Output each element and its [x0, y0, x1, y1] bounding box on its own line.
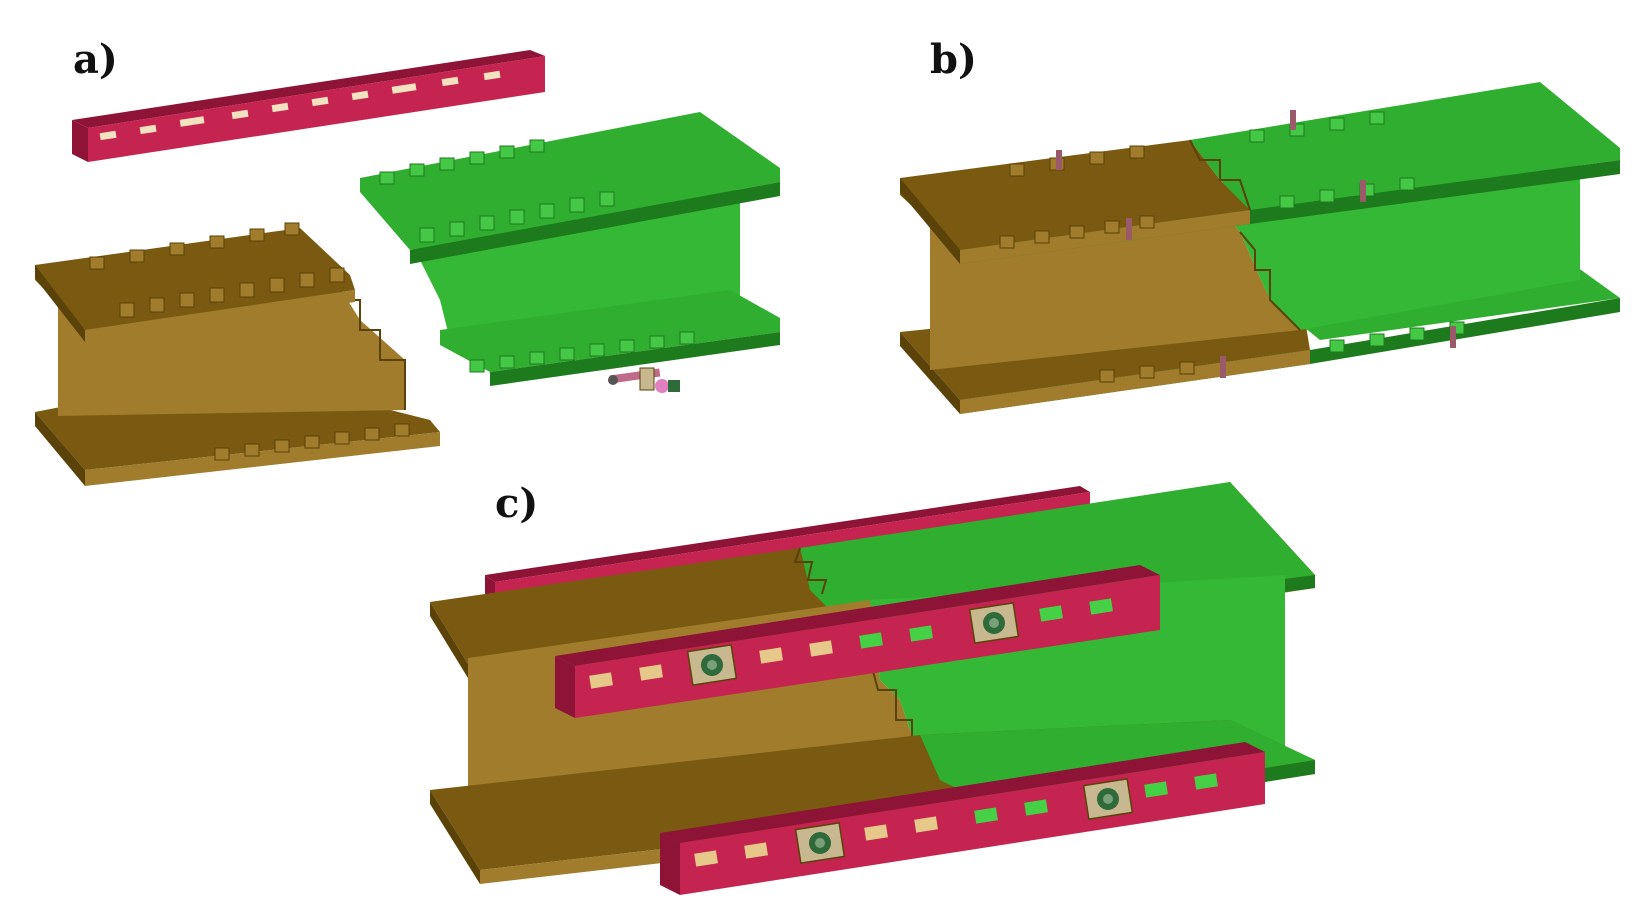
ibeam-green-a — [360, 112, 780, 386]
panel-b — [900, 82, 1620, 414]
bolt-head-lower-1 — [794, 821, 846, 865]
panel-label-c: c) — [495, 480, 539, 527]
panel-label-a: a) — [73, 36, 118, 83]
splice-bar-upper — [555, 565, 1160, 718]
bar-slots-upper — [589, 598, 1113, 689]
bolt-head-upper-2 — [968, 601, 1020, 645]
ibeam-brown-a — [35, 222, 440, 486]
bar-slots-a — [99, 70, 501, 141]
bolt-head-upper-1 — [686, 643, 738, 687]
bar-slots-lower — [694, 773, 1218, 867]
bolt-head-lower-2 — [1082, 777, 1134, 821]
panel-a — [35, 50, 780, 486]
bolts-b — [1056, 110, 1456, 378]
panel-c — [430, 482, 1315, 895]
bolt-assembly-a — [608, 367, 680, 393]
splice-bar-a — [72, 50, 545, 162]
splice-bar-lower — [660, 742, 1265, 895]
panel-label-b: b) — [930, 36, 977, 83]
